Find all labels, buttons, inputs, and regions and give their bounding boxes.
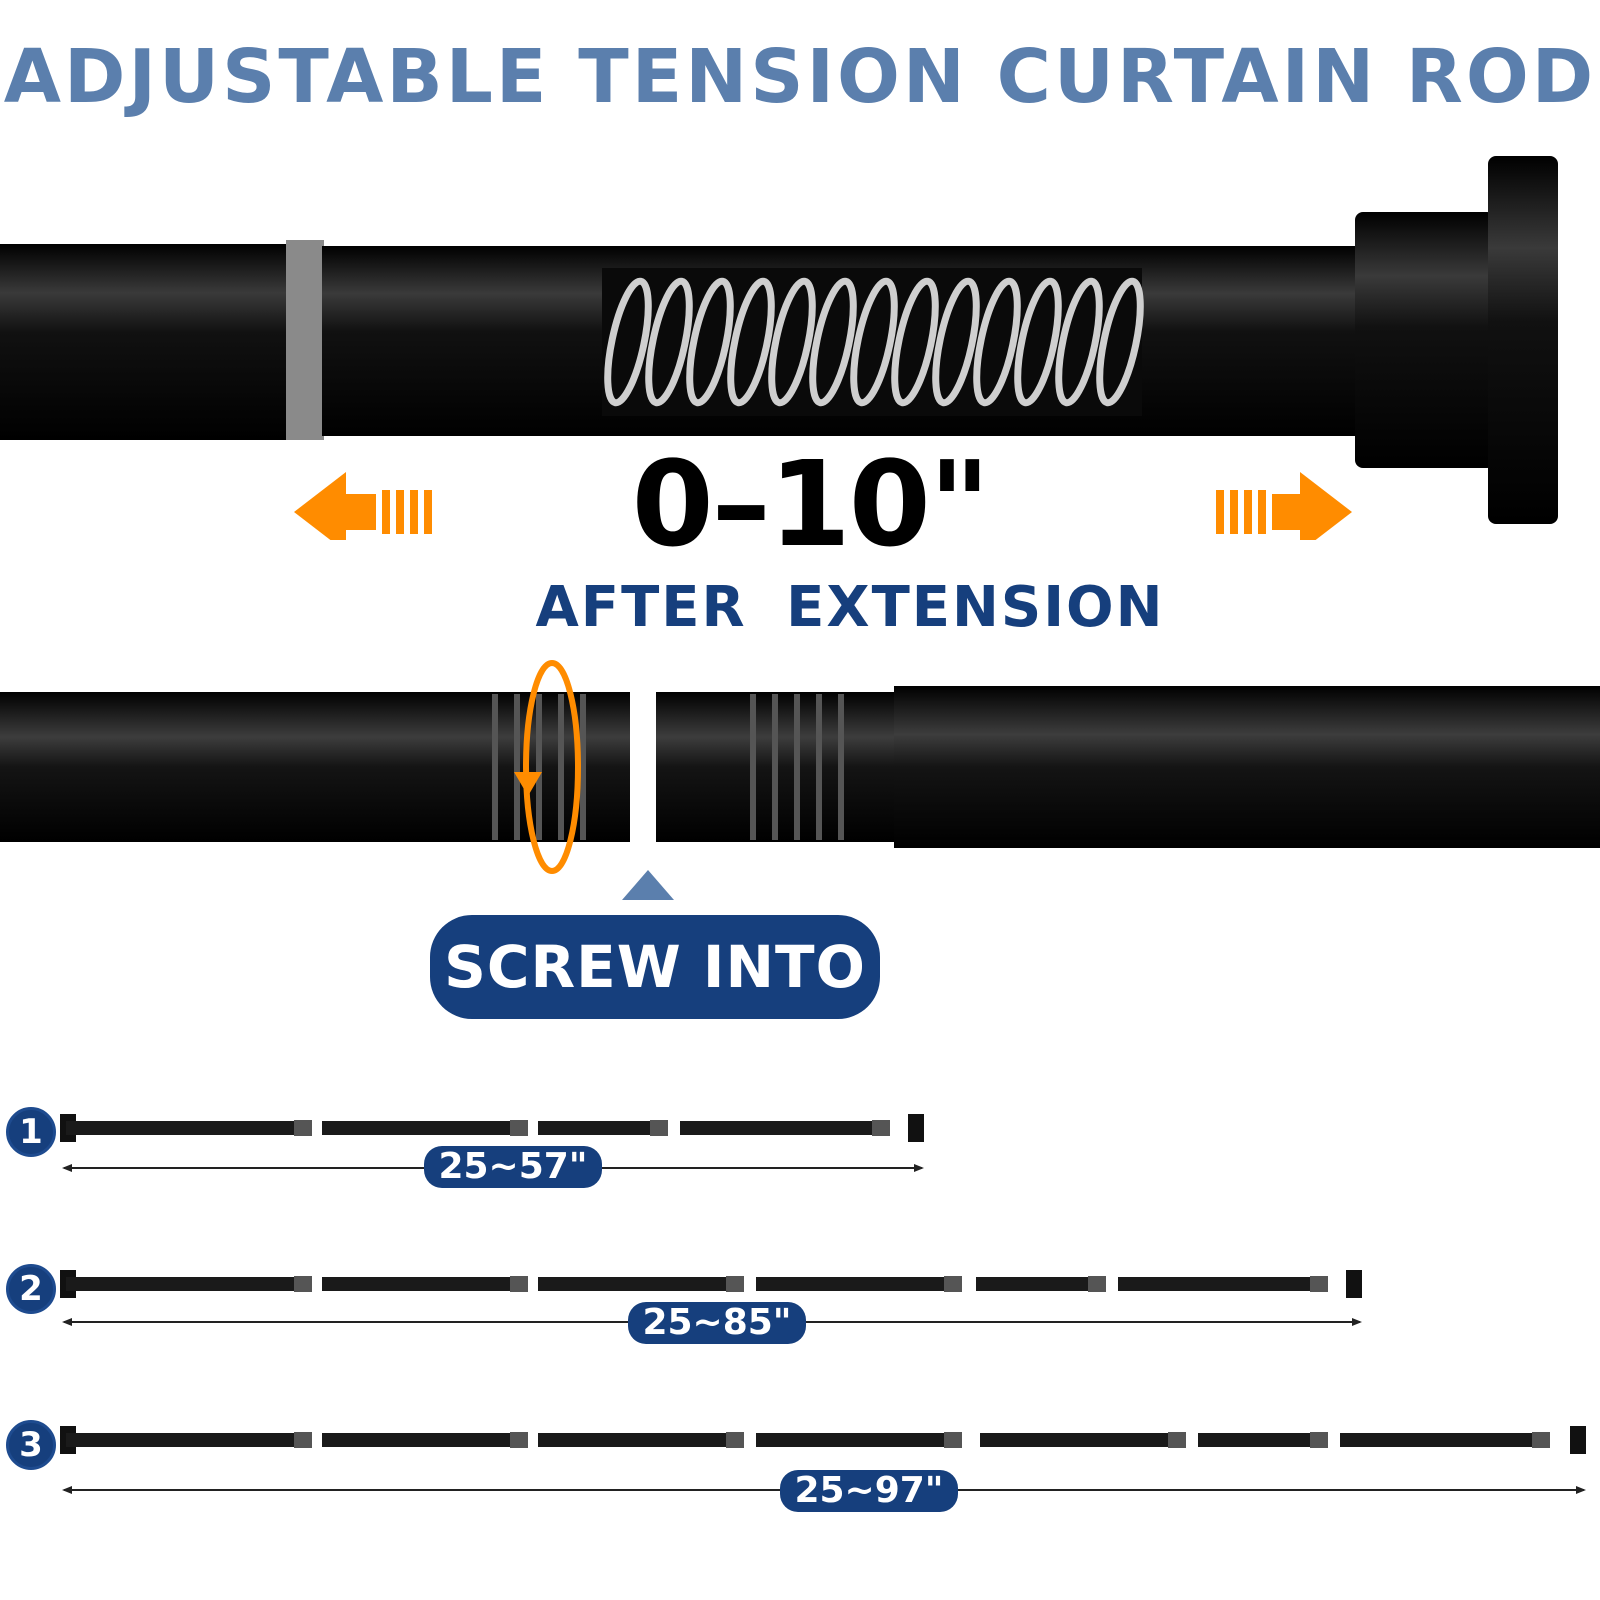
dimension-arrowhead [62,1486,72,1494]
rod-segment [1340,1433,1550,1447]
rod-segment [538,1277,744,1291]
spring-coil [604,277,652,407]
left-tube [0,692,500,842]
config-range-3: 25~97" [780,1470,958,1512]
end-cap-pad [1488,156,1558,524]
extension-measure: 0–10" [631,435,991,573]
rotate-arrowhead [514,772,542,796]
rod-thread [650,1120,668,1136]
rod-segment [538,1433,744,1447]
dimension-arrowhead [62,1318,72,1326]
spring-coil [973,277,1021,407]
spring-coil [1055,277,1103,407]
rod-segment [66,1121,312,1135]
rod-end-cap [1570,1426,1586,1454]
rod-thread [1168,1432,1186,1448]
spring-coil [850,277,898,407]
rotate-arrow-icon [523,660,581,874]
config-number-1: 1 [6,1107,56,1157]
spring-coil [686,277,734,407]
rod-segment [66,1433,312,1447]
threads-right [750,694,844,840]
rod-segment [976,1277,1106,1291]
config-number-3: 3 [6,1420,56,1470]
rod-segment [756,1433,962,1447]
spring-coil [932,277,980,407]
rod-thread [294,1276,312,1292]
rod-segment [538,1121,668,1135]
rod-segment [1118,1277,1328,1291]
rod-segment [322,1433,528,1447]
screw-joint-illustration [0,660,1600,900]
right-arrow-icon [1216,472,1352,540]
up-triangle-icon [622,870,674,900]
spring-coil [1096,277,1144,407]
spring-coil [645,277,693,407]
config-number-2: 2 [6,1264,56,1314]
right-tube [894,686,1600,848]
screw-into-badge: SCREW INTO [430,915,880,1019]
dimension-arrowhead [914,1164,924,1172]
rod-segment [66,1277,312,1291]
config-range-2: 25~85" [628,1302,806,1344]
spring-coil [727,277,775,407]
left-arrow-icon [294,472,432,540]
spring-coil [1014,277,1062,407]
dimension-arrowhead [1352,1318,1362,1326]
rod-segment [322,1277,528,1291]
rod-segment [322,1121,528,1135]
rod-thread [726,1276,744,1292]
end-cap [1355,212,1495,468]
dimension-arrowhead [1576,1486,1586,1494]
rod-thread [294,1432,312,1448]
page-title: ADJUSTABLE TENSION CURTAIN ROD [3,34,1597,120]
rod-thread [726,1432,744,1448]
dimension-arrowhead [62,1164,72,1172]
rod-segment [680,1121,890,1135]
rod-thread [1310,1276,1328,1292]
threads-left [492,694,586,840]
rod-end-cap [1346,1270,1362,1298]
rod-thread [510,1276,528,1292]
config-range-1: 25~57" [424,1146,602,1188]
rod-thread [1088,1276,1106,1292]
spring-coil [891,277,939,407]
rod-segment [980,1433,1186,1447]
rod-configurations [60,1114,1586,1494]
rod-thread [872,1120,890,1136]
tension-rod-illustration [0,156,1558,540]
spring-icon [604,277,1144,407]
threaded-end [480,692,630,842]
rod-thread [944,1432,962,1448]
rod-thread [1532,1432,1550,1448]
rod-end-cap [908,1114,924,1142]
spring-coil [768,277,816,407]
rod-segment [756,1277,962,1291]
rod-thread [1310,1432,1328,1448]
rod-thread [944,1276,962,1292]
tube-collar [286,240,324,440]
rod-segment [1198,1433,1328,1447]
rod-thread [510,1120,528,1136]
extension-caption: AFTER EXTENSION [535,575,1165,640]
inner-tube [0,244,300,440]
rod-thread [510,1432,528,1448]
rod-thread [294,1120,312,1136]
spring-coil [809,277,857,407]
